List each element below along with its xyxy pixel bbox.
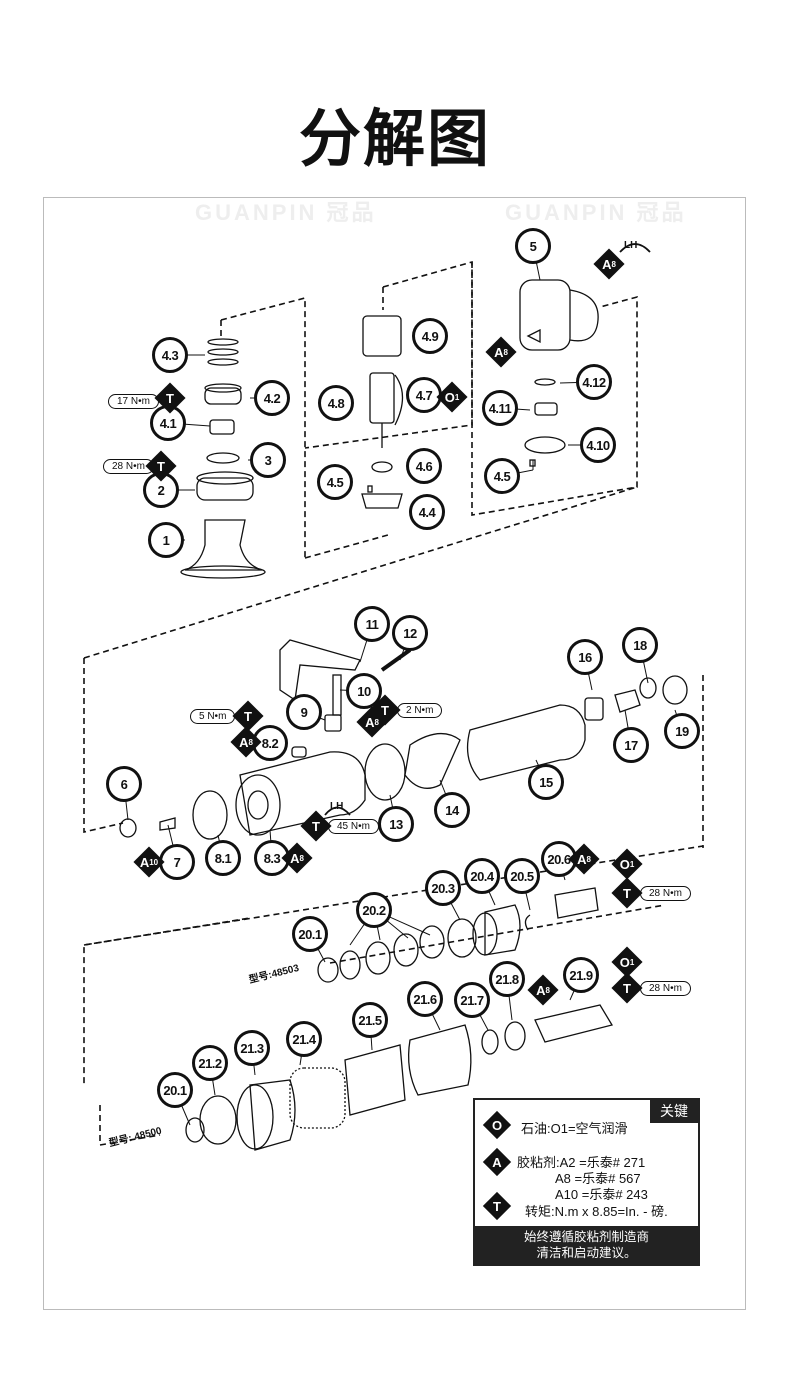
callout-part-number: 5 bbox=[515, 228, 551, 264]
callout-part-number: 19 bbox=[664, 713, 700, 749]
callout-part-number: 21.5 bbox=[352, 1002, 388, 1038]
legend-adhesive-a2: 胶粘剂:A2 =乐泰# 271 bbox=[517, 1155, 646, 1170]
callout-part-number: 20.4 bbox=[464, 858, 500, 894]
left-hand-thread-label: LH bbox=[624, 240, 638, 251]
legend-oil: 石油:O1=空气润滑 bbox=[521, 1121, 628, 1136]
torque-diamond-icon: T bbox=[611, 877, 643, 909]
callout-part-number: 4.6 bbox=[406, 448, 442, 484]
torque-diamond-icon: T bbox=[482, 1191, 512, 1221]
callout-part-number: 15 bbox=[528, 764, 564, 800]
callout-part-number: 3 bbox=[250, 442, 286, 478]
callout-part-number: 14 bbox=[434, 792, 470, 828]
torque-value-tag: 5 N•m bbox=[190, 709, 236, 724]
diagram-frame bbox=[43, 197, 746, 1310]
callout-part-number: 4.3 bbox=[152, 337, 188, 373]
callout-part-number: 11 bbox=[354, 606, 390, 642]
callout-part-number: 18 bbox=[622, 627, 658, 663]
callout-part-number: 21.6 bbox=[407, 981, 443, 1017]
callout-part-number: 4.4 bbox=[409, 494, 445, 530]
part-shapes bbox=[119, 279, 688, 1151]
callout-part-number: 6 bbox=[106, 766, 142, 802]
torque-diamond-icon: T bbox=[145, 450, 177, 482]
torque-value-tag: 45 N•m bbox=[328, 819, 379, 834]
callout-part-number: 16 bbox=[567, 639, 603, 675]
torque-value-tag: 2 N•m bbox=[397, 703, 443, 718]
torque-diamond-icon: T bbox=[232, 700, 264, 732]
page-title: 分解图 bbox=[298, 102, 491, 175]
legend-adhesive-a8: A8 =乐泰# 567 bbox=[555, 1171, 641, 1186]
lh-arrows bbox=[324, 243, 651, 816]
callout-part-number: 13 bbox=[378, 806, 414, 842]
callout-part-number: 20.3 bbox=[425, 870, 461, 906]
callout-part-number: 20.6 bbox=[541, 841, 577, 877]
callout-part-number: 20.2 bbox=[356, 892, 392, 928]
callout-part-number: 4.5 bbox=[484, 458, 520, 494]
callout-part-number: 9 bbox=[286, 694, 322, 730]
adhesive-diamond-icon: A bbox=[482, 1147, 512, 1177]
callout-part-number: 20.1 bbox=[157, 1072, 193, 1108]
legend-footer-line-1: 始终遵循胶粘剂制造商 bbox=[523, 1230, 649, 1244]
legend-adhesive-a10: A10 =乐泰# 243 bbox=[555, 1187, 648, 1202]
callout-part-number: 4.10 bbox=[580, 427, 616, 463]
callout-part-number: 21.8 bbox=[489, 961, 525, 997]
torque-value-tag: 28 N•m bbox=[640, 981, 691, 996]
torque-diamond-icon: T bbox=[611, 972, 643, 1004]
callout-part-number: 4.11 bbox=[482, 390, 518, 426]
callout-part-number: 21.4 bbox=[286, 1021, 322, 1057]
callout-part-number: 20.5 bbox=[504, 858, 540, 894]
callout-part-number: 8.1 bbox=[205, 840, 241, 876]
callout-part-number: 17 bbox=[613, 727, 649, 763]
oil-diamond-icon: O bbox=[482, 1110, 512, 1140]
legend-torque: 转矩:N.m x 8.85=In. - 磅. bbox=[525, 1204, 668, 1219]
legend-box: 关键 O 石油:O1=空气润滑 A 胶粘剂:A2 =乐泰# 271 A8 =乐泰… bbox=[473, 1098, 700, 1266]
callout-part-number: 8.2 bbox=[252, 725, 288, 761]
callout-part-number: 12 bbox=[392, 615, 428, 651]
callout-part-number: 1 bbox=[148, 522, 184, 558]
legend-footer: 始终遵循胶粘剂制造商 清洁和启动建议。 bbox=[475, 1226, 698, 1264]
torque-value-tag: 28 N•m bbox=[640, 886, 691, 901]
callout-part-number: 4.8 bbox=[318, 385, 354, 421]
callout-part-number: 4.12 bbox=[576, 364, 612, 400]
group-outlines bbox=[83, 260, 704, 1146]
callout-part-number: 21.9 bbox=[563, 957, 599, 993]
callout-part-number: 20.1 bbox=[292, 916, 328, 952]
callout-part-number: 4.9 bbox=[412, 318, 448, 354]
legend-footer-line-2: 清洁和启动建议。 bbox=[536, 1246, 637, 1260]
legend-header: 关键 bbox=[650, 1100, 698, 1123]
torque-diamond-icon: T bbox=[154, 382, 186, 414]
watermark: GUANPIN 冠品 bbox=[195, 200, 377, 225]
callout-part-number: 21.2 bbox=[192, 1045, 228, 1081]
callout-part-number: 21.7 bbox=[454, 982, 490, 1018]
callout-part-number: 4.5 bbox=[317, 464, 353, 500]
torque-value-tag: 17 N•m bbox=[108, 394, 159, 409]
watermark: GUANPIN 冠品 bbox=[505, 200, 687, 225]
callout-part-number: 21.3 bbox=[234, 1030, 270, 1066]
torque-diamond-icon: T bbox=[300, 810, 332, 842]
callout-part-number: 4.2 bbox=[254, 380, 290, 416]
left-hand-thread-label: LH bbox=[330, 801, 344, 812]
